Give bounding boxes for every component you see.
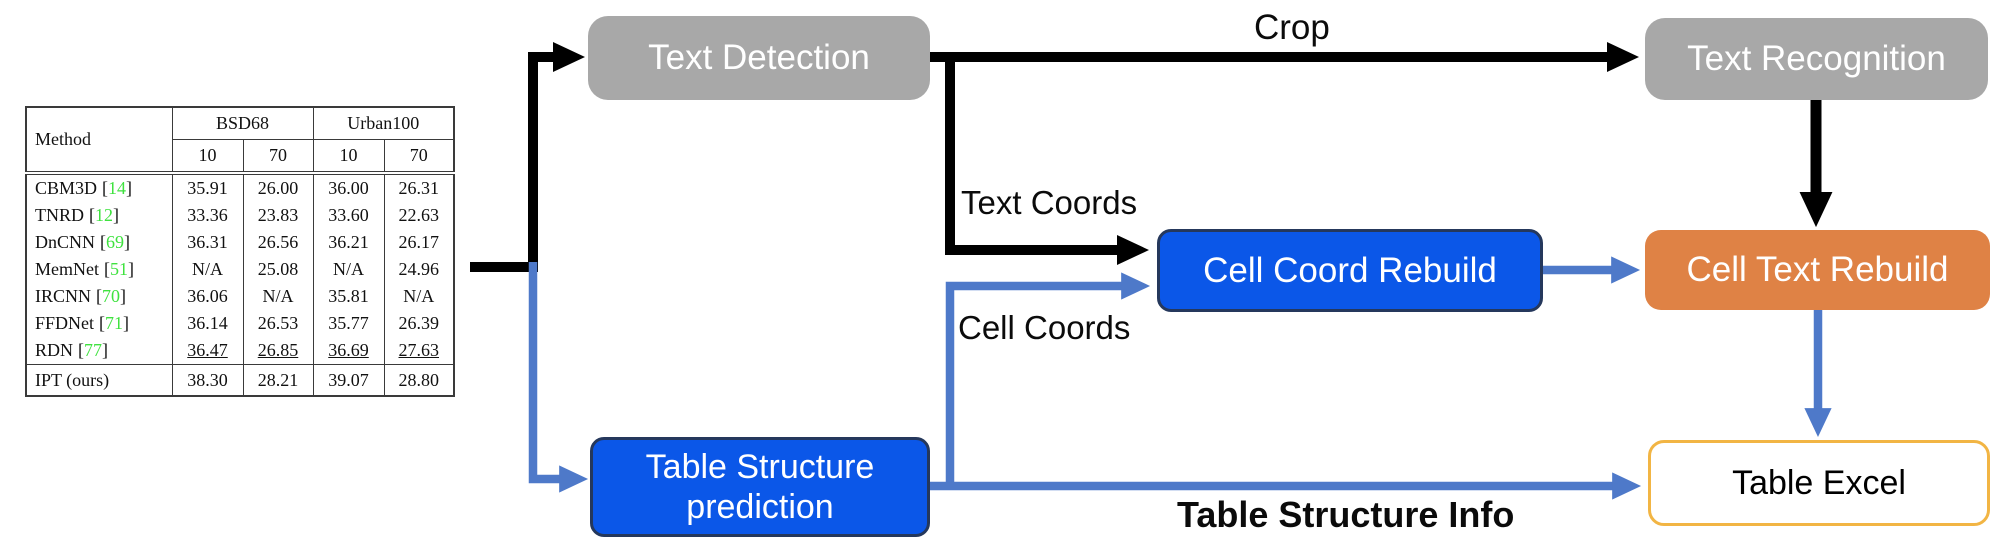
cell-value: 33.60: [312, 202, 384, 229]
subcol-10: 10: [312, 139, 384, 175]
table-row-ipt: IPT (ours) 38.30 28.21 39.07 28.80: [26, 364, 454, 396]
method-name: FFDNet: [35, 313, 95, 333]
method-name: RDN: [35, 340, 74, 360]
method-name: IPT (ours): [26, 364, 172, 396]
table-structure-prediction-node: Table Structure prediction: [590, 437, 930, 537]
arrow-input-to-table-structure-prediction: [528, 262, 589, 493]
cell-value: N/A: [383, 283, 454, 310]
table-row: RDN[77] 36.47 26.85 36.69 27.63: [26, 337, 454, 365]
input-results-table: Method BSD68 Urban100 10 70 10 70 CBM3D[…: [25, 106, 455, 397]
table-header-row: Method BSD68 Urban100: [26, 107, 454, 175]
method-name: DnCNN: [35, 232, 96, 252]
citation: [71]: [99, 313, 130, 333]
cell-value: 36.00: [312, 173, 384, 202]
cell-value: 26.00: [242, 173, 313, 202]
cell-value: 38.30: [171, 364, 243, 396]
subcol-70: 70: [242, 139, 313, 175]
cell-value: 26.39: [383, 310, 454, 337]
citation: [14]: [102, 178, 133, 198]
cell-value: 26.17: [383, 229, 454, 256]
method-name: TNRD: [35, 205, 84, 225]
cell-value: N/A: [171, 256, 243, 283]
cell-value: 35.77: [312, 310, 384, 337]
text-recognition-label: Text Recognition: [1687, 39, 1946, 78]
cell-value: 36.47: [171, 337, 243, 365]
text-detection-label: Text Detection: [648, 38, 870, 77]
cell-value: 36.14: [171, 310, 243, 337]
citation: [77]: [78, 340, 109, 360]
cell-coord-rebuild-node: Cell Coord Rebuild: [1157, 229, 1543, 312]
cell-value: 27.63: [383, 337, 454, 365]
table-row: FFDNet[71] 36.14 26.53 35.77 26.39: [26, 310, 454, 337]
arrow-input-to-text-detection: [470, 42, 585, 272]
cell-value: 25.08: [242, 256, 313, 283]
table-excel-node: Table Excel: [1648, 440, 1990, 526]
citation: [70]: [96, 286, 127, 306]
method-name: IRCNN: [35, 286, 92, 306]
cell-text-rebuild-label: Cell Text Rebuild: [1686, 250, 1949, 289]
cell-value: 24.96: [383, 256, 454, 283]
cell-value: 28.80: [383, 364, 454, 396]
cell-value: 23.83: [242, 202, 313, 229]
text-detection-node: Text Detection: [588, 16, 930, 100]
table-subheader-row: 10 70 10 70: [26, 139, 454, 175]
cell-value: 36.69: [312, 337, 384, 365]
table-structure-info-edge-label: Table Structure Info: [1177, 494, 1515, 535]
crop-edge-label: Crop: [1254, 8, 1330, 47]
subcol-70: 70: [383, 139, 454, 175]
table-row: IRCNN[70] 36.06 N/A 35.81 N/A: [26, 283, 454, 310]
cell-value: 26.53: [242, 310, 313, 337]
cell-value: 39.07: [312, 364, 384, 396]
citation: [51]: [103, 259, 134, 279]
cell-value: 33.36: [171, 202, 243, 229]
citation: [12]: [89, 205, 119, 225]
table-excel-label: Table Excel: [1732, 463, 1906, 502]
cell-value: 26.31: [383, 173, 454, 202]
cell-value: N/A: [312, 256, 384, 283]
table-row: CBM3D[14] 35.91 26.00 36.00 26.31: [26, 173, 454, 202]
col-header-method: Method: [26, 107, 172, 175]
cell-value: N/A: [242, 283, 313, 310]
table-row: MemNet[51] N/A 25.08 N/A 24.96: [26, 256, 454, 283]
cell-value: 36.06: [171, 283, 243, 310]
cell-value: 35.81: [312, 283, 384, 310]
cell-value: 36.21: [312, 229, 384, 256]
cell-coords-edge-label: Cell Coords: [958, 309, 1131, 346]
table-row: DnCNN[69] 36.31 26.56 36.21 26.17: [26, 229, 454, 256]
text-coords-edge-label: Text Coords: [961, 184, 1138, 221]
cell-coord-rebuild-label: Cell Coord Rebuild: [1203, 250, 1497, 290]
table-row: TNRD[12] 33.36 23.83 33.60 22.63: [26, 202, 454, 229]
cell-value: 36.31: [171, 229, 243, 256]
cell-value: 28.21: [242, 364, 313, 396]
cell-value: 26.56: [242, 229, 313, 256]
col-header-bsd68: BSD68: [171, 107, 313, 140]
table-structure-prediction-label: Table Structure prediction: [645, 447, 875, 526]
cell-text-rebuild-node: Cell Text Rebuild: [1645, 230, 1990, 310]
method-name: MemNet: [35, 259, 99, 279]
citation: [69]: [100, 232, 131, 252]
method-name: CBM3D: [35, 178, 98, 198]
text-recognition-node: Text Recognition: [1645, 18, 1988, 100]
cell-value: 35.91: [171, 173, 243, 202]
subcol-10: 10: [171, 139, 243, 175]
col-header-urban100: Urban100: [312, 107, 454, 140]
cell-value: 26.85: [242, 337, 313, 365]
cell-value: 22.63: [383, 202, 454, 229]
